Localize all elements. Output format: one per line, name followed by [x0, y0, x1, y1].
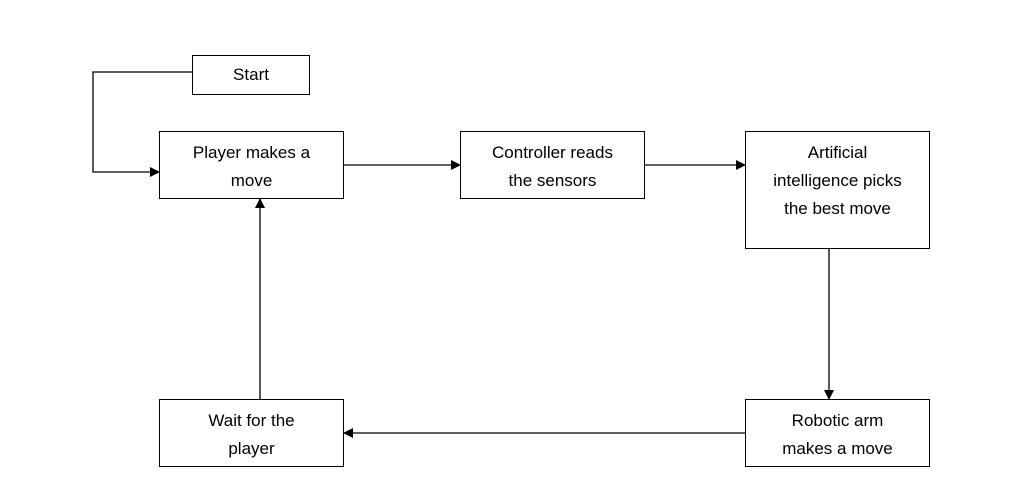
- wait-for-player-label: Wait for the player: [208, 411, 295, 458]
- robotic-arm-move-label: Robotic arm makes a move: [782, 411, 893, 458]
- player-makes-move-label: Player makes a move: [192, 143, 311, 190]
- ai-picks-best-move-node: Artificial intelligence picks the best m…: [745, 131, 930, 249]
- controller-reads-sensors-label: Controller reads the sensors: [492, 143, 613, 190]
- start-label: Start: [233, 65, 269, 84]
- start-node: Start: [192, 55, 310, 95]
- ai-picks-best-move-label: Artificial intelligence picks the best m…: [773, 143, 902, 218]
- arrow-start-to-player: [92, 71, 192, 177]
- robotic-arm-move-node: Robotic arm makes a move: [745, 399, 930, 467]
- controller-reads-sensors-node: Controller reads the sensors: [460, 131, 645, 199]
- player-makes-move-node: Player makes a move: [159, 131, 344, 199]
- wait-for-player-node: Wait for the player: [159, 399, 344, 467]
